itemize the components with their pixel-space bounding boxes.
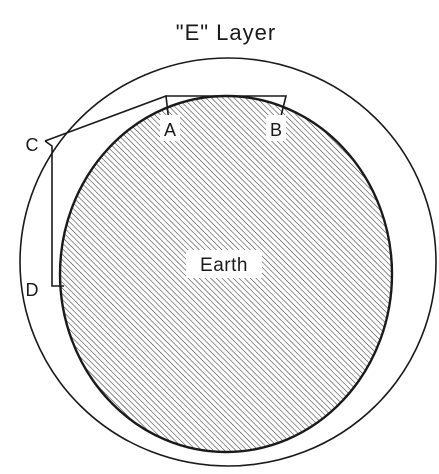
diagram-title: "E" Layer — [176, 20, 276, 45]
point-label-a: A — [164, 120, 176, 140]
e-layer-circle — [19, 57, 437, 467]
ray-path-top-to-b — [166, 95, 288, 121]
ray-path-c-to-d — [44, 140, 64, 287]
point-label-b: B — [270, 120, 282, 140]
earth-label-bg — [186, 250, 262, 278]
point-label-c: C — [26, 135, 39, 155]
earth-label: Earth — [200, 255, 248, 276]
label-b-bg — [266, 115, 286, 141]
point-label-d: D — [26, 280, 39, 300]
label-a-bg — [160, 115, 180, 141]
